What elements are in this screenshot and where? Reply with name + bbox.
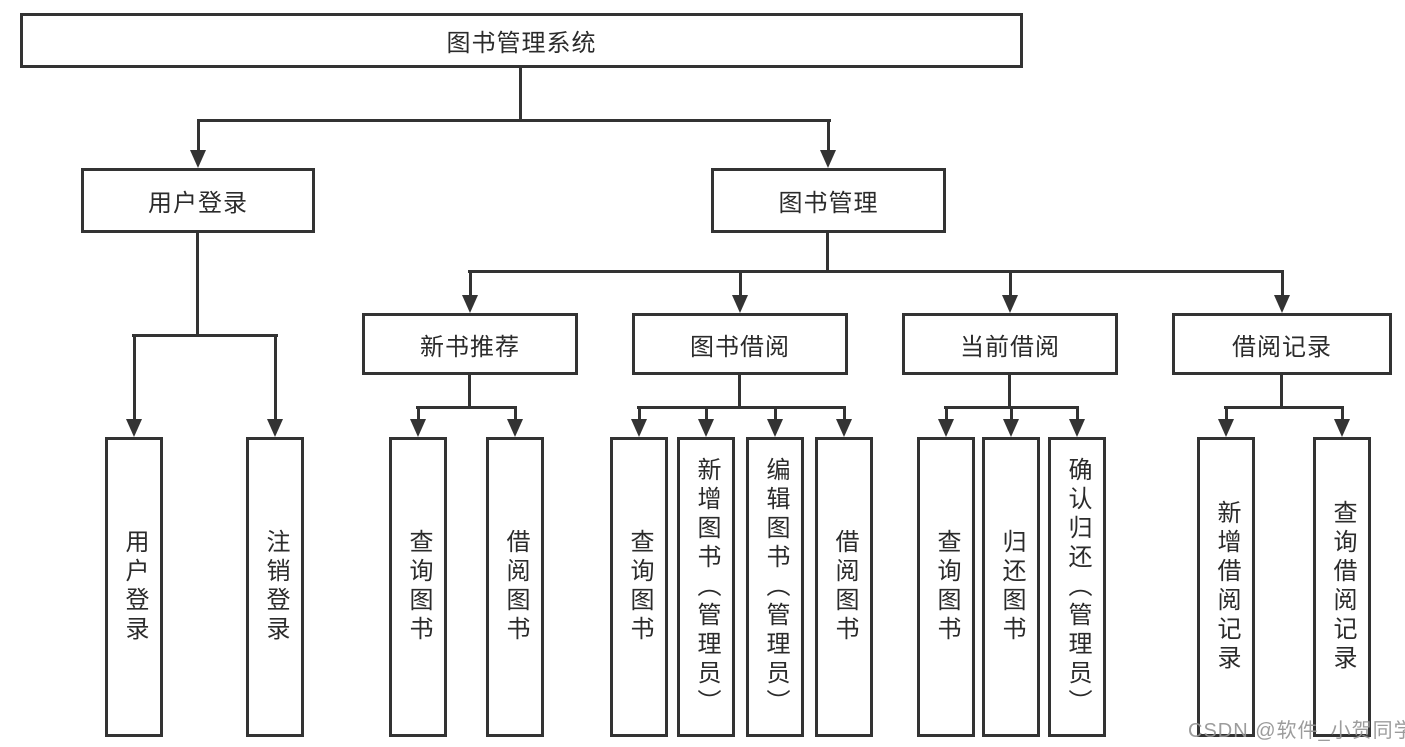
node-label: 借阅图书 bbox=[831, 529, 858, 645]
node-label: 注销登录 bbox=[262, 529, 289, 645]
connector-arrow-down bbox=[1274, 270, 1290, 313]
node-root: 图书管理系统 bbox=[20, 13, 1023, 68]
node-label: 编辑图书（管理员） bbox=[762, 456, 789, 718]
node-label: 查询借阅记录 bbox=[1329, 500, 1356, 674]
leaf-add-book-admin: 新增图书（管理员） bbox=[677, 437, 735, 737]
node-book-management: 图书管理 bbox=[711, 168, 946, 233]
leaf-user-login: 用户登录 bbox=[105, 437, 163, 737]
node-new-book-recommend: 新书推荐 bbox=[362, 313, 578, 375]
leaf-query-book-borrow: 查询图书 bbox=[610, 437, 668, 737]
csdn-watermark: CSDN @软件_小贺同学 bbox=[1188, 720, 1405, 742]
connector-vline bbox=[519, 66, 522, 122]
node-label: 借阅图书 bbox=[502, 529, 529, 645]
connector-vline bbox=[1280, 373, 1283, 409]
connector-vline bbox=[196, 231, 199, 337]
connector-vline bbox=[738, 373, 741, 409]
leaf-query-borrow-record: 查询借阅记录 bbox=[1313, 437, 1371, 737]
node-label: 新增借阅记录 bbox=[1213, 500, 1240, 674]
node-user-login: 用户登录 bbox=[81, 168, 315, 233]
connector-arrow-down bbox=[507, 406, 523, 437]
node-book-borrow: 图书借阅 bbox=[632, 313, 848, 375]
node-label: 图书借阅 bbox=[690, 333, 790, 361]
connector-arrow-down bbox=[1003, 406, 1019, 437]
connector-arrow-down bbox=[820, 119, 836, 168]
connector-arrow-down bbox=[410, 406, 426, 437]
connector-arrow-down bbox=[698, 406, 714, 437]
connector-arrow-down bbox=[938, 406, 954, 437]
node-label: 确认归还（管理员） bbox=[1064, 456, 1091, 718]
leaf-borrow-book: 借阅图书 bbox=[815, 437, 873, 737]
leaf-logout: 注销登录 bbox=[246, 437, 304, 737]
node-borrow-records: 借阅记录 bbox=[1172, 313, 1392, 375]
connector-arrow-down bbox=[126, 334, 142, 437]
node-label: 图书管理 bbox=[778, 190, 879, 217]
leaf-query-book-current: 查询图书 bbox=[917, 437, 975, 737]
connector-hline bbox=[197, 119, 831, 122]
connector-arrow-down bbox=[631, 406, 647, 437]
connector-vline bbox=[826, 231, 829, 273]
connector-arrow-down bbox=[190, 119, 206, 168]
node-label: 用户登录 bbox=[148, 190, 248, 217]
node-current-borrow: 当前借阅 bbox=[902, 313, 1118, 375]
leaf-query-book-recommend: 查询图书 bbox=[389, 437, 447, 737]
connector-hline bbox=[132, 334, 278, 337]
node-label: 借阅记录 bbox=[1232, 333, 1332, 361]
leaf-edit-book-admin: 编辑图书（管理员） bbox=[746, 437, 804, 737]
node-label: 用户登录 bbox=[121, 529, 148, 645]
connector-arrow-down bbox=[462, 270, 478, 313]
connector-arrow-down bbox=[1069, 406, 1085, 437]
connector-arrow-down bbox=[732, 270, 748, 313]
connector-hline bbox=[416, 406, 517, 409]
node-label: 当前借阅 bbox=[960, 333, 1060, 361]
connector-arrow-down bbox=[836, 406, 852, 437]
leaf-return-book: 归还图书 bbox=[982, 437, 1040, 737]
node-label: 归还图书 bbox=[998, 529, 1025, 645]
connector-hline bbox=[1224, 406, 1344, 409]
node-label: 查询图书 bbox=[933, 529, 960, 645]
connector-arrow-down bbox=[1002, 270, 1018, 313]
leaf-add-borrow-record: 新增借阅记录 bbox=[1197, 437, 1255, 737]
connector-arrow-down bbox=[267, 334, 283, 437]
node-label: 新增图书（管理员） bbox=[693, 456, 720, 718]
leaf-borrow-book-recommend: 借阅图书 bbox=[486, 437, 544, 737]
connector-arrow-down bbox=[1218, 406, 1234, 437]
node-label: 查询图书 bbox=[626, 529, 653, 645]
connector-arrow-down bbox=[767, 406, 783, 437]
connector-hline bbox=[468, 270, 1284, 273]
connector-vline bbox=[1008, 373, 1011, 409]
connector-hline bbox=[637, 406, 846, 409]
node-label: 查询图书 bbox=[405, 529, 432, 645]
leaf-confirm-return-admin: 确认归还（管理员） bbox=[1048, 437, 1106, 737]
node-label: 新书推荐 bbox=[420, 333, 520, 361]
connector-arrow-down bbox=[1334, 406, 1350, 437]
connector-vline bbox=[468, 373, 471, 409]
node-label: 图书管理系统 bbox=[446, 30, 597, 57]
